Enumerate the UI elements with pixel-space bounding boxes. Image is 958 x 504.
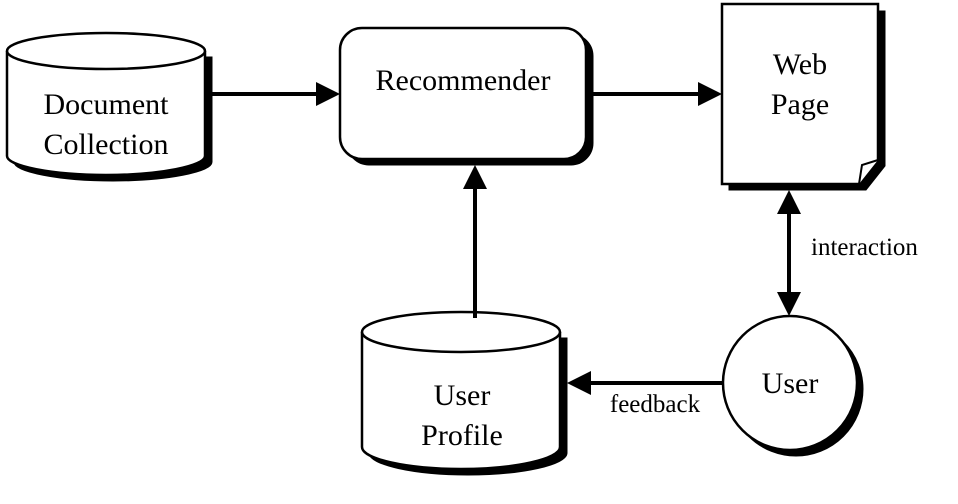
arrow-webpage-user-interaction: interaction	[777, 190, 918, 316]
arrow-profile-to-recommender	[463, 165, 487, 318]
user-profile-node: User Profile	[360, 310, 568, 476]
arrow-document-to-recommender	[212, 82, 340, 106]
arrow-recommender-to-webpage	[593, 82, 722, 106]
user-profile-label-line2: Profile	[421, 419, 503, 452]
user-profile-label-line1: User	[434, 379, 491, 412]
web-page-label-line2: Page	[771, 88, 829, 121]
recommender-node: Recommender	[338, 26, 594, 166]
recommender-label: Recommender	[376, 64, 551, 97]
user-node: User	[721, 314, 864, 457]
arrow-user-to-profile-feedback: feedback	[567, 371, 723, 418]
web-page-label-line1: Web	[773, 48, 827, 81]
user-label: User	[762, 367, 819, 400]
interaction-label: interaction	[811, 234, 918, 261]
document-collection-label-line2: Collection	[44, 128, 169, 161]
document-collection-label-line1: Document	[44, 88, 170, 121]
feedback-label: feedback	[610, 391, 701, 418]
web-page-node: Web Page	[720, 2, 886, 191]
document-collection-node: Document Collection	[5, 31, 213, 182]
